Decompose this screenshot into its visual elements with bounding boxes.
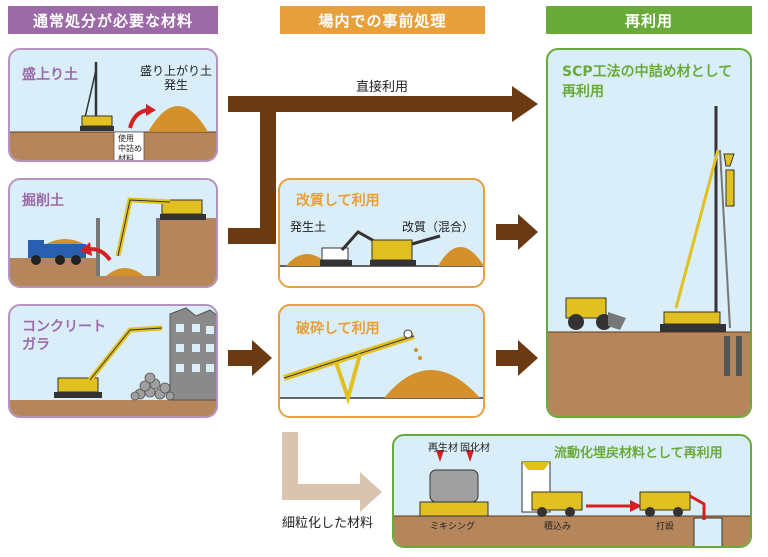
flow-loading-label: 積込み bbox=[544, 522, 572, 532]
embankment-illustration bbox=[10, 62, 216, 160]
scp-illustration bbox=[548, 106, 750, 416]
excavation-illustration bbox=[10, 197, 216, 286]
flow-solid-label: 固化材 bbox=[460, 443, 490, 454]
fine-material-label: 細粒化した材料 bbox=[282, 516, 374, 531]
concrete-to-crush-arrow bbox=[228, 340, 272, 376]
excavated-title: 掘削土 bbox=[22, 193, 64, 209]
flowable-title: 流動化埋戻材料として再利用 bbox=[554, 446, 723, 461]
improve-to-reuse-arrow bbox=[496, 214, 538, 250]
crush-title: 破砕して利用 bbox=[296, 321, 380, 337]
flow-regen-label: 再生材 bbox=[428, 443, 458, 454]
panel-improve: 改質して利用 発生土 改質（混合） bbox=[278, 178, 485, 288]
header-materials: 通常処分が必要な材料 bbox=[8, 6, 218, 34]
panel-crush: 破砕して利用 bbox=[278, 304, 485, 418]
embankment-title: 盛上り土 bbox=[22, 67, 78, 83]
header-preprocessing: 場内での事前処理 bbox=[280, 6, 485, 34]
embankment-note: 盛り上がり土 発生 bbox=[140, 64, 213, 92]
improve-title: 改質して利用 bbox=[296, 193, 380, 209]
improve-right-label: 改質（混合） bbox=[402, 220, 475, 234]
scp-title: SCP工法の中詰め材として 再利用 bbox=[562, 64, 733, 100]
demolition-illustration bbox=[10, 307, 216, 416]
concrete-title: コンクリート ガラ bbox=[22, 319, 106, 353]
improve-left-label: 発生土 bbox=[290, 220, 327, 234]
panel-concrete-debris: コンクリート ガラ bbox=[8, 304, 218, 418]
flow-mixing-label: ミキシング bbox=[430, 522, 476, 532]
panel-scp-reuse: SCP工法の中詰め材として 再利用 bbox=[546, 48, 752, 418]
header-reuse: 再利用 bbox=[546, 6, 752, 34]
flow-placing-label: 打設 bbox=[656, 522, 675, 532]
panel-excavated-soil: 掘削土 bbox=[8, 178, 218, 288]
flowable-fill-illustration bbox=[394, 450, 750, 546]
crush-to-reuse-arrow bbox=[496, 340, 538, 376]
crush-illustration bbox=[280, 329, 483, 416]
direct-use-label: 直接利用 bbox=[356, 80, 409, 95]
panel-embankment-soil: 盛上り土 盛り上がり土 発生 使用 中詰め 材料 bbox=[8, 48, 218, 162]
fine-material-arrow bbox=[282, 432, 382, 512]
panel-flowable-fill: 流動化埋戻材料として再利用 再生材 固化材 ミキシング 積込み 打設 bbox=[392, 434, 752, 548]
embankment-tag: 使用 中詰め 材料 bbox=[118, 134, 142, 162]
